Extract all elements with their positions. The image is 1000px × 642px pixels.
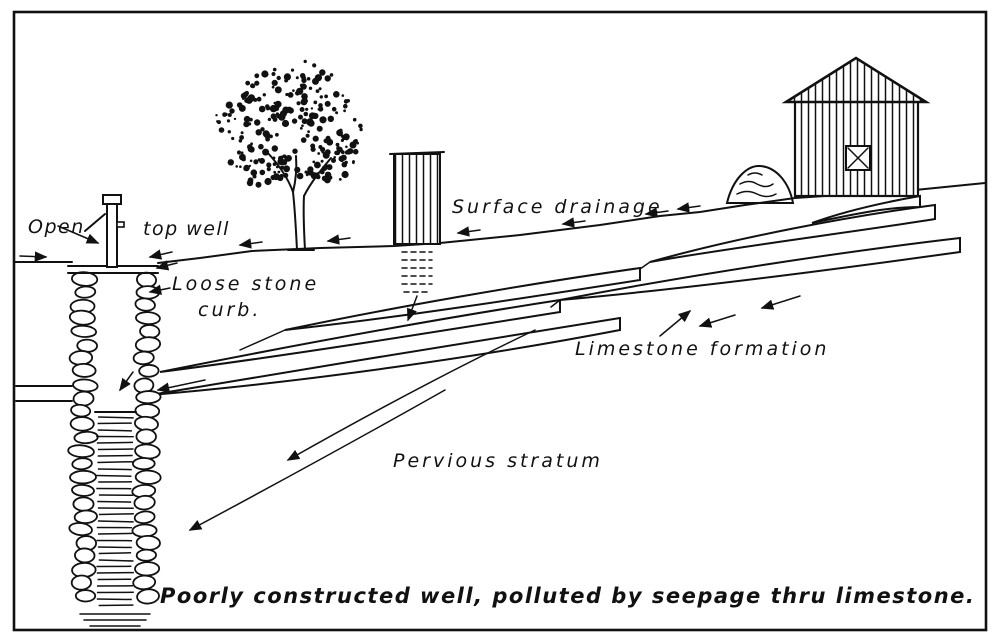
well-bottom-hatch [79, 613, 151, 627]
outhouse-illustration [389, 151, 445, 322]
flow-arrows [19, 202, 701, 295]
label-curb: curb. [198, 299, 262, 321]
label-loose-stone: Loose stone [172, 273, 320, 295]
tree-trunk [266, 151, 332, 251]
well-illustration [67, 194, 162, 627]
ground-line [14, 182, 986, 264]
seepage-arrows [119, 295, 801, 531]
pump-icon [84, 194, 125, 268]
label-top-well: top well [143, 218, 230, 240]
frame-border [12, 10, 988, 632]
label-limestone-formation: Limestone formation [575, 338, 830, 360]
tree-foliage [215, 59, 363, 188]
label-surface-drainage: Surface drainage [452, 196, 663, 218]
tree-illustration [215, 59, 363, 251]
well-water [96, 416, 134, 607]
outhouse-vault [401, 251, 433, 322]
barn-roof [781, 56, 931, 104]
label-pervious-stratum: Pervious stratum [393, 450, 603, 472]
figure-caption: Poorly constructed well, polluted by see… [160, 584, 976, 608]
stone-curb [67, 271, 162, 605]
limestone-channels [15, 194, 961, 402]
barn-window [845, 145, 871, 171]
manure-pile-illustration [725, 164, 795, 204]
barn-illustration [781, 56, 931, 198]
label-open: Open [28, 216, 85, 238]
